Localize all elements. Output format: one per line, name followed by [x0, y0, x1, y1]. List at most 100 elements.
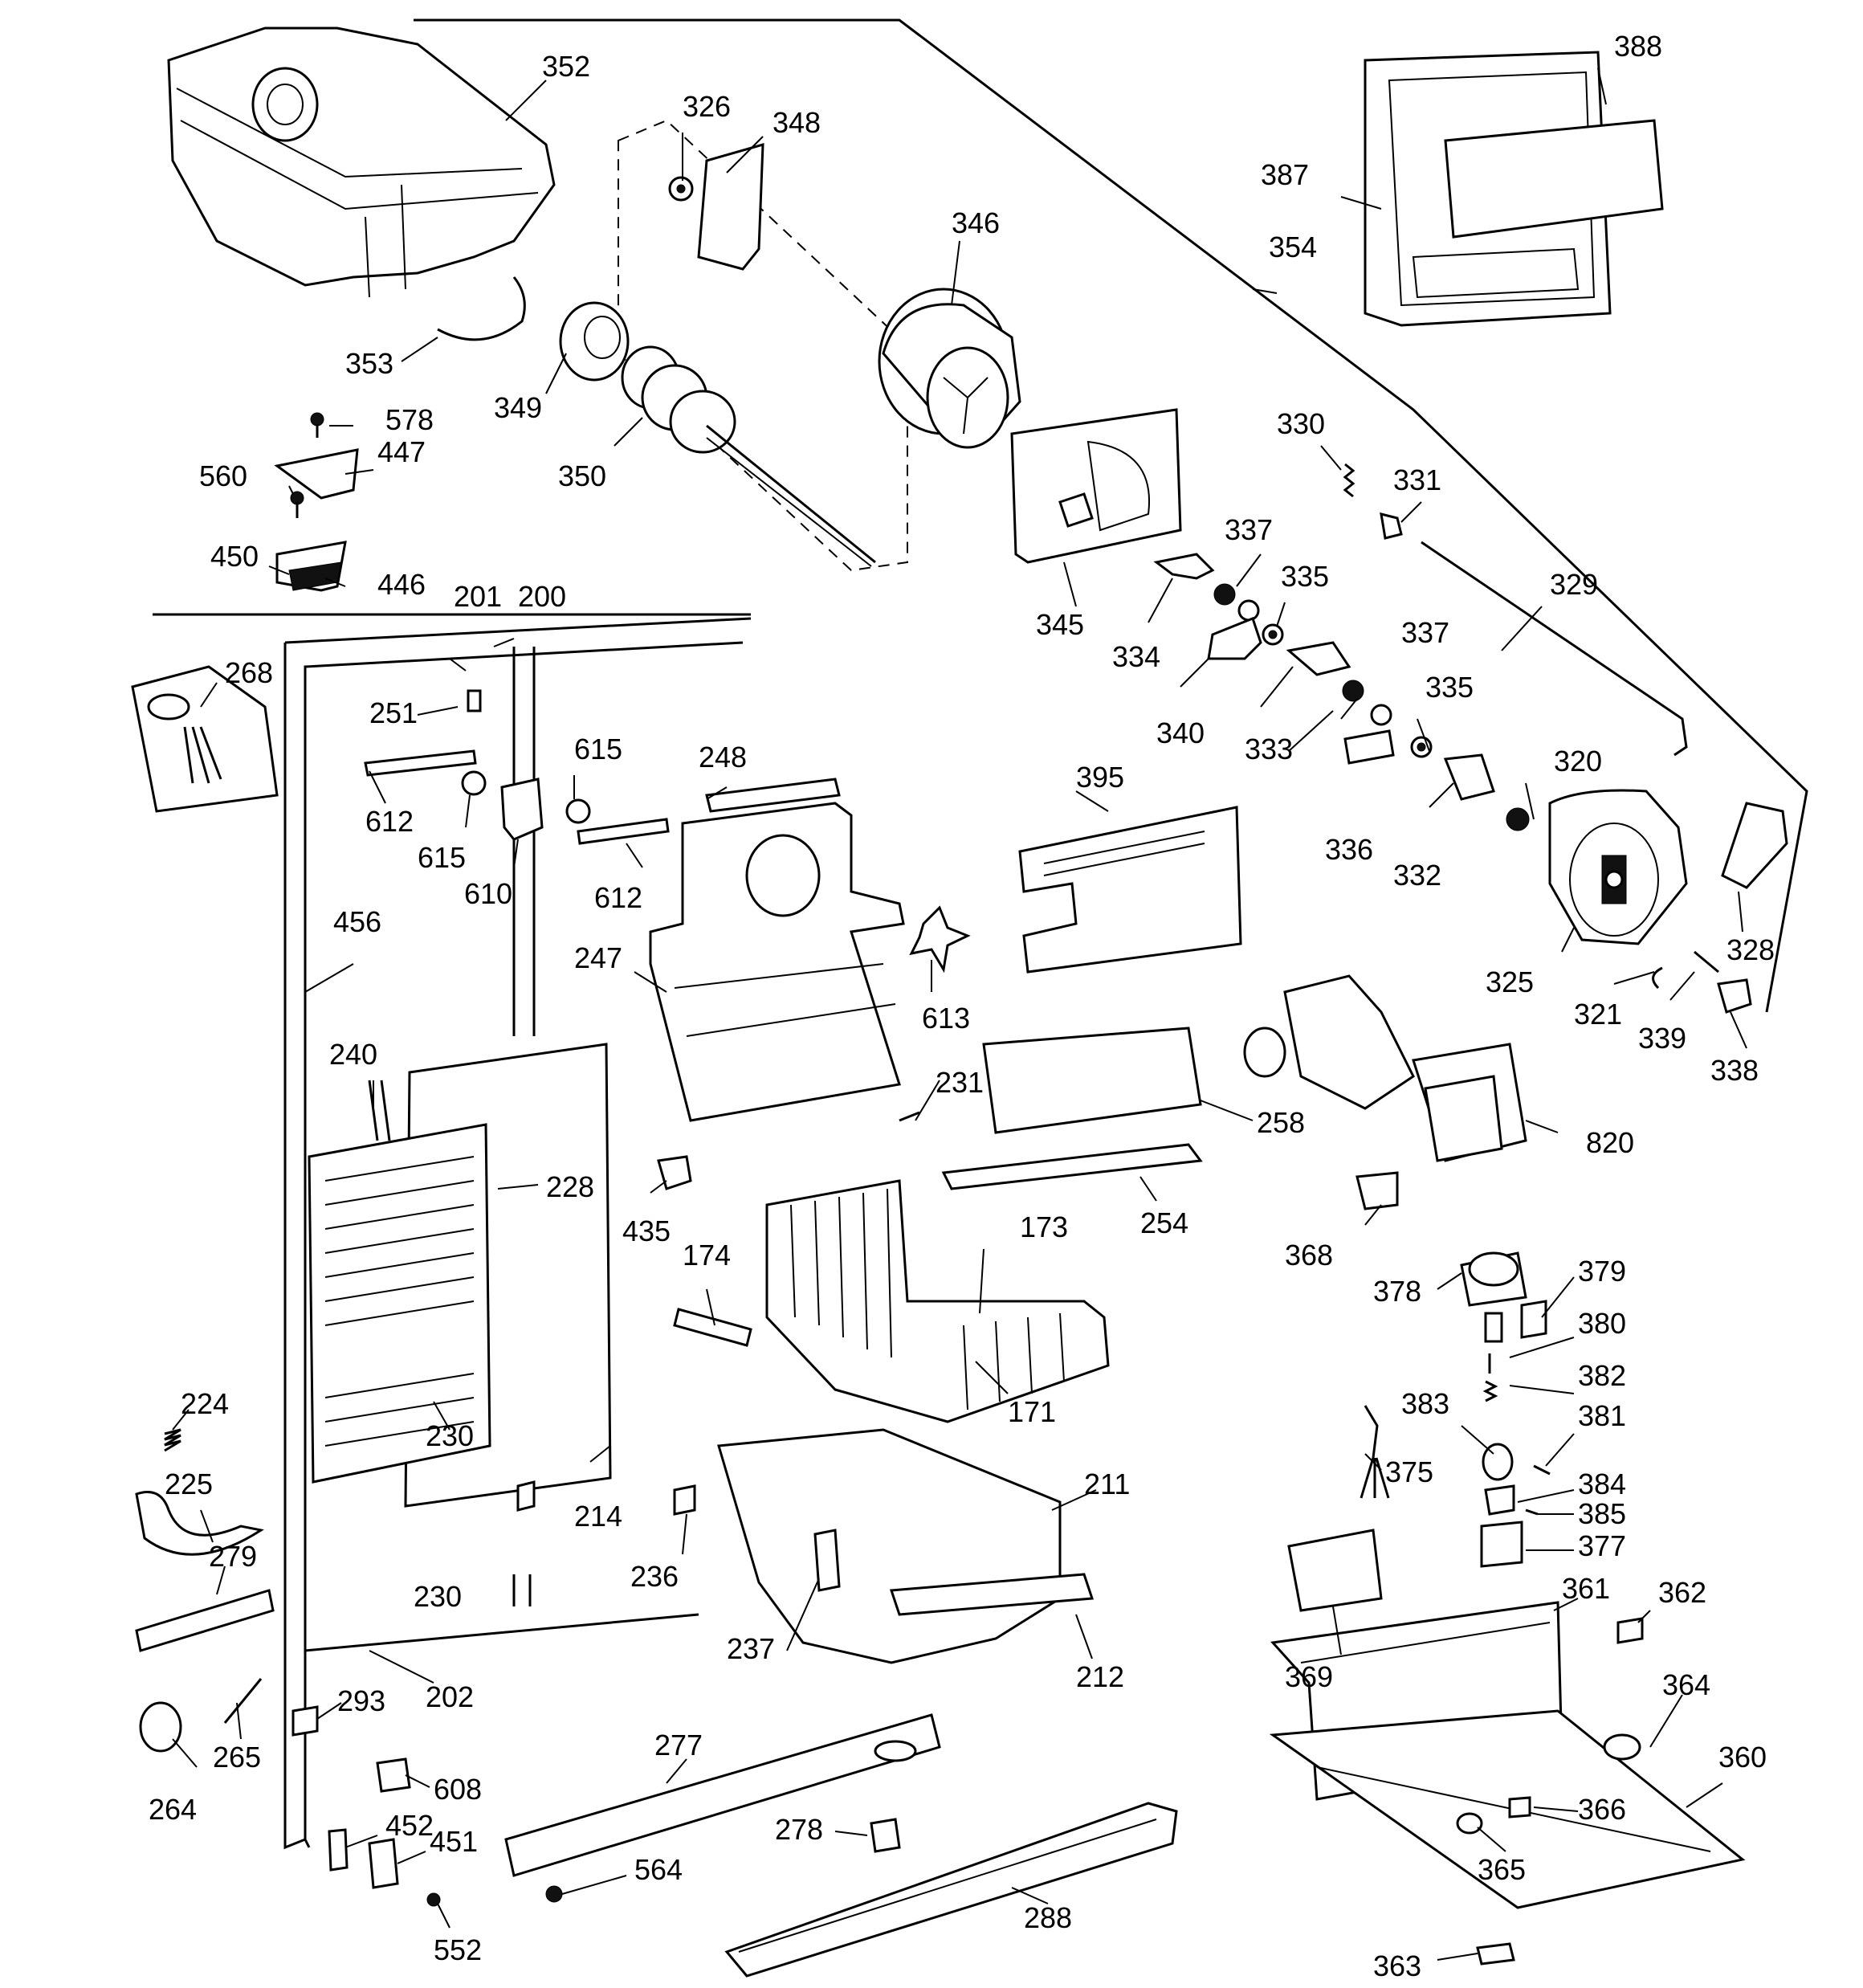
- part-label-615: 615: [574, 733, 622, 765]
- linkage-329-330-331: [1343, 463, 1688, 757]
- part-label-201: 201: [454, 580, 502, 613]
- part-label-328: 328: [1726, 933, 1775, 966]
- part-label-383: 383: [1401, 1387, 1449, 1420]
- part-label-608: 608: [434, 1773, 482, 1806]
- part-label-277: 277: [654, 1729, 703, 1761]
- part-label-348: 348: [773, 106, 821, 139]
- part-label-225: 225: [165, 1468, 213, 1500]
- part-label-251: 251: [369, 696, 418, 729]
- part-label-171: 171: [1008, 1395, 1056, 1428]
- part-label-615: 615: [418, 841, 466, 874]
- part-label-224: 224: [181, 1387, 229, 1420]
- part-label-278: 278: [775, 1813, 823, 1846]
- wire-basket-171: [765, 1179, 1110, 1423]
- part-label-202: 202: [426, 1680, 474, 1713]
- part-label-173: 173: [1020, 1210, 1068, 1243]
- part-label-385: 385: [1578, 1497, 1626, 1530]
- part-label-254: 254: [1140, 1206, 1188, 1239]
- part-label-329: 329: [1550, 568, 1598, 601]
- tray-front-258: [982, 1027, 1202, 1134]
- pan-211: [673, 1428, 1095, 1664]
- part-label-345: 345: [1036, 608, 1084, 641]
- part-label-247: 247: [574, 941, 622, 974]
- part-label-265: 265: [213, 1741, 261, 1774]
- heater-375: [1360, 1405, 1390, 1499]
- part-label-258: 258: [1257, 1106, 1305, 1139]
- part-label-337: 337: [1401, 616, 1449, 649]
- part-label-214: 214: [574, 1500, 622, 1533]
- part-label-450: 450: [210, 540, 259, 573]
- part-label-335: 335: [1425, 671, 1474, 704]
- part-label-211: 211: [1084, 1468, 1130, 1500]
- part-label-368: 368: [1285, 1239, 1333, 1272]
- part-label-230: 230: [414, 1580, 462, 1613]
- drive-motor-346: [878, 288, 1021, 449]
- part-label-326: 326: [683, 90, 731, 123]
- cabinet-frame: [153, 613, 752, 1850]
- part-label-231: 231: [936, 1066, 984, 1099]
- leader-lines: [172, 67, 1747, 1961]
- part-label-380: 380: [1578, 1307, 1626, 1340]
- small-parts-upper: [364, 689, 670, 845]
- part-label-360: 360: [1718, 1741, 1767, 1774]
- gear-train: [1153, 553, 1530, 831]
- part-label-321: 321: [1574, 998, 1622, 1031]
- part-label-333: 333: [1245, 733, 1293, 765]
- part-label-268: 268: [225, 656, 273, 689]
- part-label-366: 366: [1578, 1793, 1626, 1826]
- rail-277: [504, 1713, 941, 1877]
- part-label-435: 435: [622, 1214, 671, 1247]
- part-label-388: 388: [1614, 30, 1662, 63]
- motor-housing-325: [1548, 789, 1688, 945]
- part-label-369: 369: [1285, 1660, 1333, 1693]
- part-label-334: 334: [1112, 640, 1160, 673]
- part-label-387: 387: [1261, 158, 1309, 191]
- part-label-378: 378: [1373, 1275, 1421, 1308]
- part-label-340: 340: [1156, 716, 1205, 749]
- part-label-337: 337: [1225, 513, 1273, 546]
- part-label-346: 346: [952, 206, 1000, 239]
- part-label-336: 336: [1325, 833, 1373, 866]
- part-label-240: 240: [329, 1038, 377, 1071]
- part-label-332: 332: [1393, 859, 1441, 892]
- solenoid-378-379: [1460, 1251, 1551, 1568]
- part-label-379: 379: [1578, 1255, 1626, 1288]
- part-label-349: 349: [494, 391, 542, 424]
- part-label-820: 820: [1586, 1126, 1634, 1159]
- part-label-377: 377: [1578, 1529, 1626, 1562]
- part-labels: 352 326 348 346 388 387 354 353 349 350 …: [149, 30, 1775, 1982]
- part-label-363: 363: [1373, 1949, 1421, 1982]
- part-label-560: 560: [199, 459, 247, 492]
- part-label-456: 456: [333, 905, 381, 938]
- ice-bucket-352: [167, 27, 556, 298]
- auger-wire-353: [437, 276, 526, 341]
- hinge-parts: [274, 412, 359, 592]
- part-label-365: 365: [1478, 1853, 1526, 1886]
- part-label-361: 361: [1562, 1572, 1610, 1605]
- auger-assembly-349-350: [559, 301, 876, 567]
- part-label-330: 330: [1277, 407, 1325, 440]
- part-label-279: 279: [209, 1540, 257, 1573]
- part-label-610: 610: [464, 877, 512, 910]
- evaporator-coil-228: [308, 1043, 920, 1508]
- part-label-293: 293: [337, 1684, 385, 1717]
- part-label-320: 320: [1554, 745, 1602, 778]
- grille-288: [724, 1802, 1178, 1978]
- part-label-354: 354: [1269, 231, 1317, 263]
- part-label-364: 364: [1662, 1668, 1710, 1701]
- part-label-446: 446: [377, 568, 426, 601]
- part-label-230: 230: [426, 1419, 474, 1452]
- ice-maker-820: [1243, 974, 1527, 1162]
- plate-348: [697, 142, 764, 271]
- part-label-338: 338: [1710, 1054, 1759, 1087]
- dispenser-door-387-388: [1364, 51, 1664, 327]
- part-label-564: 564: [634, 1853, 683, 1886]
- shield-328: [1721, 802, 1788, 889]
- part-label-375: 375: [1385, 1455, 1433, 1488]
- drain-parts: [135, 1428, 275, 1652]
- light-socket-268: [131, 665, 279, 813]
- part-label-353: 353: [345, 347, 393, 380]
- part-label-381: 381: [1578, 1399, 1626, 1432]
- part-drawings: [131, 18, 1808, 1978]
